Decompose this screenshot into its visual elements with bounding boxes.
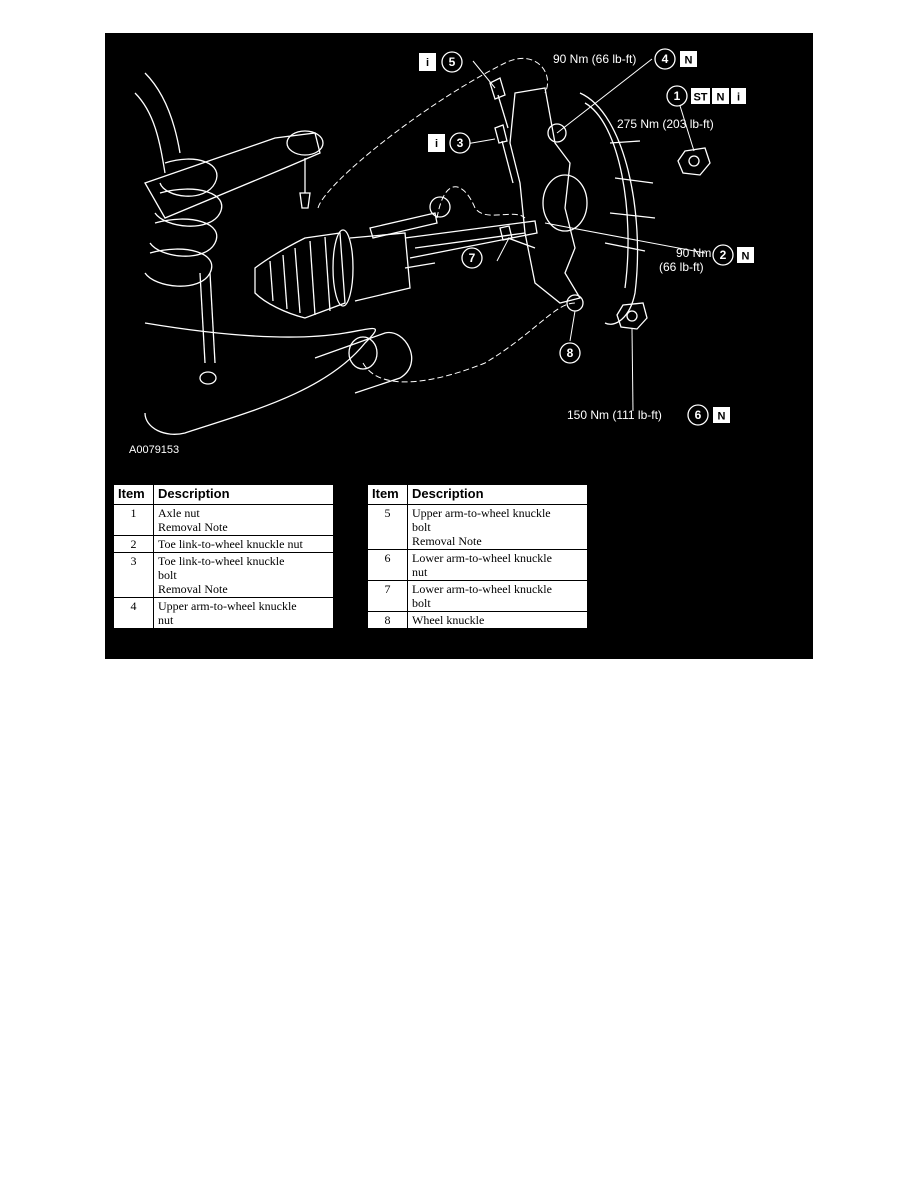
table-row: 8 Wheel knuckle (367, 611, 588, 629)
row-description: Toe link-to-wheel knuckle bolt Removal N… (153, 552, 334, 598)
row-item: 8 (367, 611, 408, 629)
n-icon: N (685, 55, 693, 67)
illustration-linework (134, 72, 711, 435)
callout-leaders (465, 58, 706, 412)
row-item: 1 (113, 504, 154, 536)
row-item: 2 (113, 535, 154, 553)
description-line: bolt (412, 596, 431, 610)
table-row: 6 Lower arm-to-wheel knuckle nut (367, 549, 588, 581)
callout-7: 7 (461, 247, 483, 269)
description-line: Upper arm-to-wheel knuckle (412, 506, 551, 520)
description-line: nut (412, 565, 428, 579)
header-item: Item (367, 484, 408, 505)
n-icon: N (718, 411, 726, 423)
legend-table-right: Item Description 5 Upper arm-to-wheel kn… (367, 484, 588, 629)
leader-lines (317, 57, 576, 383)
row-item: 5 (367, 504, 408, 550)
table-header-row: Item Description (113, 484, 334, 505)
row-description: Upper arm-to-wheel knuckle nut (153, 597, 334, 629)
callout-number-3: 3 (457, 136, 464, 150)
callout-2: 90 Nm (66 lb-ft) 2 N (659, 244, 754, 274)
callout-8: 8 (559, 342, 581, 364)
row-item: 7 (367, 580, 408, 612)
torque-2-line2: (66 lb-ft) (659, 260, 704, 274)
callout-number-5: 5 (449, 55, 456, 69)
callout-5: i 5 (419, 51, 463, 73)
row-description: Axle nut Removal Note (153, 504, 334, 536)
n-icon: N (742, 251, 750, 263)
callout-number-6: 6 (695, 408, 702, 422)
description-line: nut (158, 613, 174, 627)
row-item: 6 (367, 549, 408, 581)
special-tool-icon: ST (693, 92, 707, 104)
torque-4-text: 90 Nm (66 lb-ft) (553, 52, 636, 66)
row-description: Lower arm-to-wheel knuckle bolt (407, 580, 588, 612)
description-line: Toe link-to-wheel knuckle nut (158, 537, 303, 551)
description-line: Removal Note (158, 520, 228, 534)
info-icon: i (435, 138, 438, 150)
callout-number-8: 8 (567, 346, 574, 360)
description-line: Wheel knuckle (412, 613, 485, 627)
description-line: Lower arm-to-wheel knuckle (412, 582, 552, 596)
torque-1-text: 275 Nm (203 lb-ft) (617, 117, 714, 131)
table-row: 2 Toe link-to-wheel knuckle nut (113, 535, 334, 553)
callout-6: 150 Nm (111 lb-ft) 6 N (567, 404, 730, 426)
legend-table-left: Item Description 1 Axle nut Removal Note… (113, 484, 334, 629)
callout-number-2: 2 (720, 248, 727, 262)
description-line: Lower arm-to-wheel knuckle (412, 551, 552, 565)
row-description: Wheel knuckle (407, 611, 588, 629)
description-line: Removal Note (412, 534, 482, 548)
description-line: bolt (412, 520, 431, 534)
row-description: Toe link-to-wheel knuckle nut (153, 535, 334, 553)
callout-3: i 3 (428, 132, 471, 154)
header-description: Description (407, 484, 588, 505)
callout-number-1: 1 (674, 89, 681, 103)
callout-number-4: 4 (662, 52, 669, 66)
row-description: Lower arm-to-wheel knuckle nut (407, 549, 588, 581)
info-icon: i (737, 92, 740, 104)
row-description: Upper arm-to-wheel knuckle bolt Removal … (407, 504, 588, 550)
description-line: Upper arm-to-wheel knuckle (158, 599, 297, 613)
info-icon: i (426, 57, 429, 69)
torque-6-text: 150 Nm (111 lb-ft) (567, 408, 662, 422)
table-row: 4 Upper arm-to-wheel knuckle nut (113, 597, 334, 629)
table-header-row: Item Description (367, 484, 588, 505)
table-row: 7 Lower arm-to-wheel knuckle bolt (367, 580, 588, 612)
diagram-figure: 90 Nm (66 lb-ft) 4 N i 5 1 ST N i 275 Nm… (105, 33, 813, 659)
callout-number-7: 7 (469, 251, 476, 265)
header-description: Description (153, 484, 334, 505)
description-line: Removal Note (158, 582, 228, 596)
row-item: 3 (113, 552, 154, 598)
description-line: Axle nut (158, 506, 200, 520)
callout-4: 90 Nm (66 lb-ft) 4 N (553, 48, 697, 70)
table-row: 1 Axle nut Removal Note (113, 504, 334, 536)
table-row: 5 Upper arm-to-wheel knuckle bolt Remova… (367, 504, 588, 550)
table-row: 3 Toe link-to-wheel knuckle bolt Removal… (113, 552, 334, 598)
callout-1: 1 ST N i 275 Nm (203 lb-ft) (617, 85, 746, 131)
header-item: Item (113, 484, 154, 505)
figure-id-label: A0079153 (129, 444, 179, 456)
description-line: Toe link-to-wheel knuckle (158, 554, 285, 568)
suspension-illustration: 90 Nm (66 lb-ft) 4 N i 5 1 ST N i 275 Nm… (129, 48, 754, 456)
n-icon: N (717, 92, 725, 104)
row-item: 4 (113, 597, 154, 629)
description-line: bolt (158, 568, 177, 582)
torque-2-line1: 90 Nm (676, 246, 711, 260)
